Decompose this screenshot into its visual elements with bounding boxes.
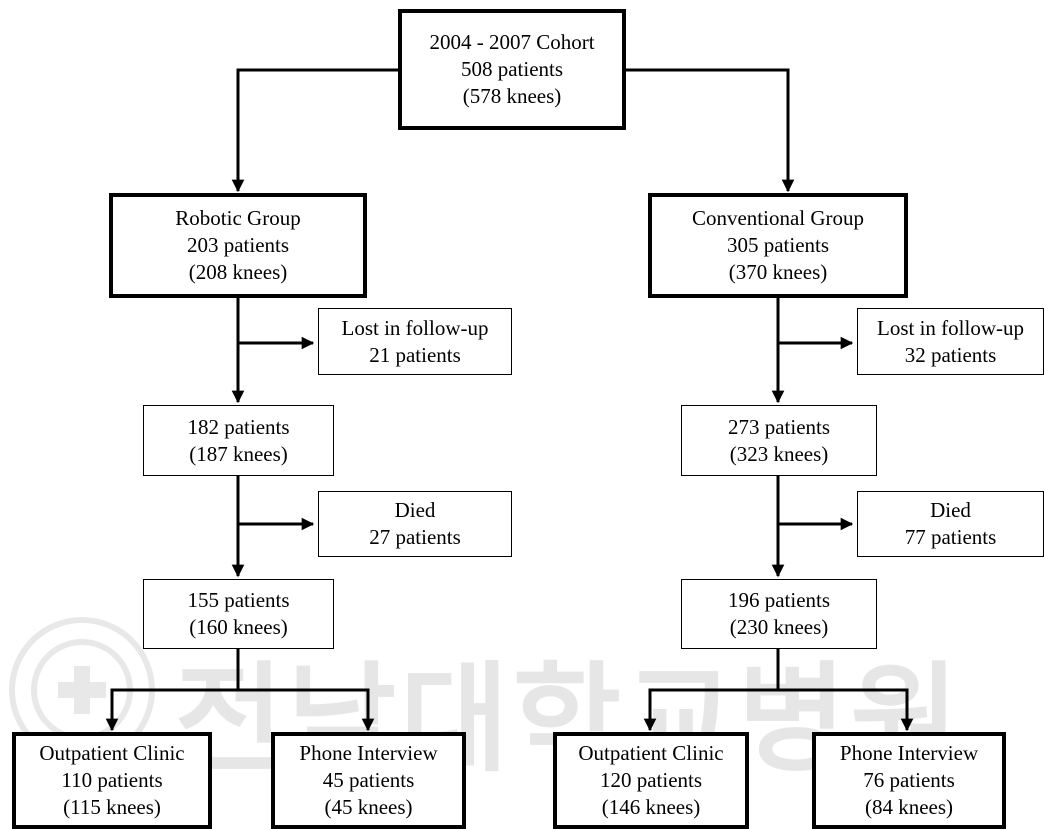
arrow-cohort-to-conventional [625, 68, 795, 193]
conventional-clinic-title: Outpatient Clinic [578, 741, 724, 765]
robotic-phone-patients: 45 patients [322, 768, 415, 792]
robotic-155-patients: 155 patients [187, 588, 290, 612]
conventional-clinic-knees: (146 knees) [601, 795, 701, 819]
conventional-lost-box: Lost in follow-up 32 patients [857, 308, 1044, 375]
robotic-group-patients: 203 patients [186, 233, 290, 257]
robotic-lost-patients: 21 patients [369, 342, 461, 367]
conventional-group-knees: (370 knees) [728, 260, 828, 284]
cohort-title: 2004 - 2007 Cohort [429, 30, 595, 54]
cohort-knees: (578 knees) [462, 84, 562, 108]
arrow-conventional-clinic [648, 688, 909, 728]
cohort-box: 2004 - 2007 Cohort 508 patients (578 kne… [398, 9, 626, 130]
robotic-phone-title: Phone Interview [299, 741, 438, 765]
conventional-phone-knees: (84 knees) [864, 795, 954, 819]
robotic-group-knees: (208 knees) [188, 260, 288, 284]
robotic-phone-box: Phone Interview 45 patients (45 knees) [271, 732, 466, 829]
conventional-died-label: Died [930, 498, 971, 522]
robotic-group-box: Robotic Group 203 patients (208 knees) [109, 193, 367, 298]
cohort-patients: 508 patients [460, 57, 564, 81]
conventional-196-patients: 196 patients [727, 588, 831, 612]
robotic-died-patients: 27 patients [369, 525, 461, 549]
conventional-clinic-patients: 120 patients [599, 768, 703, 792]
conventional-lost-label: Lost in follow-up [877, 315, 1024, 340]
robotic-lost-label: Lost in follow-up [341, 315, 489, 340]
conventional-clinic-box: Outpatient Clinic 120 patients (146 knee… [553, 732, 749, 829]
robotic-182-knees: (187 knees) [189, 441, 288, 466]
conventional-196-knees: (230 knees) [729, 615, 829, 639]
conventional-phone-patients: 76 patients [863, 768, 955, 792]
robotic-clinic-box: Outpatient Clinic 110 patients (115 knee… [12, 732, 212, 829]
robotic-182-patients: 182 patients [187, 414, 290, 439]
robotic-lost-box: Lost in follow-up 21 patients [318, 308, 512, 375]
conventional-lost-patients: 32 patients [904, 342, 997, 367]
robotic-phone-knees: (45 knees) [324, 795, 413, 819]
robotic-clinic-knees: (115 knees) [63, 795, 161, 819]
conventional-phone-box: Phone Interview 76 patients (84 knees) [812, 732, 1006, 829]
conventional-group-box: Conventional Group 305 patients (370 kne… [648, 193, 908, 298]
robotic-155-box: 155 patients (160 knees) [143, 579, 334, 649]
robotic-group-title: Robotic Group [175, 206, 301, 230]
arrow-cohort-to-robotic [231, 68, 400, 193]
arrow-robotic-clinic [110, 688, 370, 728]
conventional-group-title: Conventional Group [691, 206, 865, 230]
conventional-273-knees: (323 knees) [729, 441, 829, 466]
conventional-196-box: 196 patients (230 knees) [681, 579, 877, 649]
robotic-died-label: Died [394, 498, 436, 522]
watermark-cross-icon [58, 666, 106, 714]
robotic-clinic-title: Outpatient Clinic [39, 741, 185, 765]
conventional-phone-title: Phone Interview [839, 741, 979, 765]
conventional-273-box: 273 patients (323 knees) [681, 405, 877, 476]
robotic-died-box: Died 27 patients [318, 491, 512, 557]
robotic-clinic-patients: 110 patients [61, 768, 163, 792]
conventional-died-patients: 77 patients [904, 525, 997, 549]
conventional-group-patients: 305 patients [726, 233, 830, 257]
conventional-273-patients: 273 patients [727, 414, 831, 439]
robotic-182-box: 182 patients (187 knees) [143, 405, 334, 476]
robotic-155-knees: (160 knees) [189, 615, 288, 639]
conventional-died-box: Died 77 patients [857, 491, 1044, 557]
